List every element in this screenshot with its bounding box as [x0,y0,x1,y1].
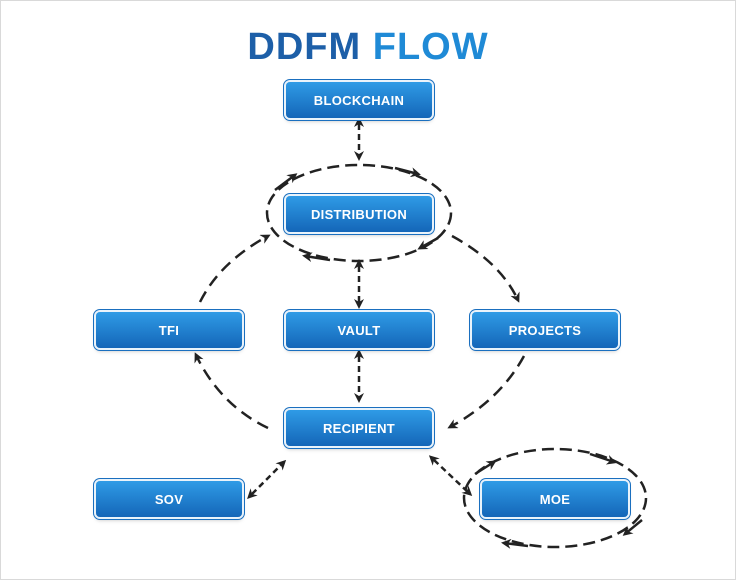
node-distribution: DISTRIBUTION [286,196,432,232]
title-part-2: FLOW [372,26,489,68]
arrow-sov-recipient [247,459,287,499]
node-moe: MOE [482,481,628,517]
arrow-recipient-tfi [194,352,269,430]
moe-loop-arrow-right [622,519,643,536]
node-recipient: RECIPIENT [286,410,432,446]
loop-arrow-right [417,236,439,250]
arrow-recipient-moe [428,455,473,497]
loop-arrow-bottom [302,252,331,263]
moe-loop-arrow-top-right [589,452,617,465]
loop-arrow-top [394,166,421,178]
moe-loop [462,447,648,549]
title-part-1: DDFM [247,26,362,68]
moe-loop-arrow-top-left [474,460,497,476]
node-vault: VAULT [286,312,432,348]
arrow-distribution-projects [451,234,520,303]
loop-arrow-left [274,173,298,191]
node-projects: PROJECTS [472,312,618,348]
node-blockchain: BLOCKCHAIN [286,82,432,118]
arrow-projects-recipient [447,355,526,429]
node-sov: SOV [96,481,242,517]
moe-loop-arrow-bottom [501,538,529,549]
arrow-tfi-distribution [198,234,271,303]
diagram-title: DDFM FLOW [0,26,736,69]
node-tfi: TFI [96,312,242,348]
